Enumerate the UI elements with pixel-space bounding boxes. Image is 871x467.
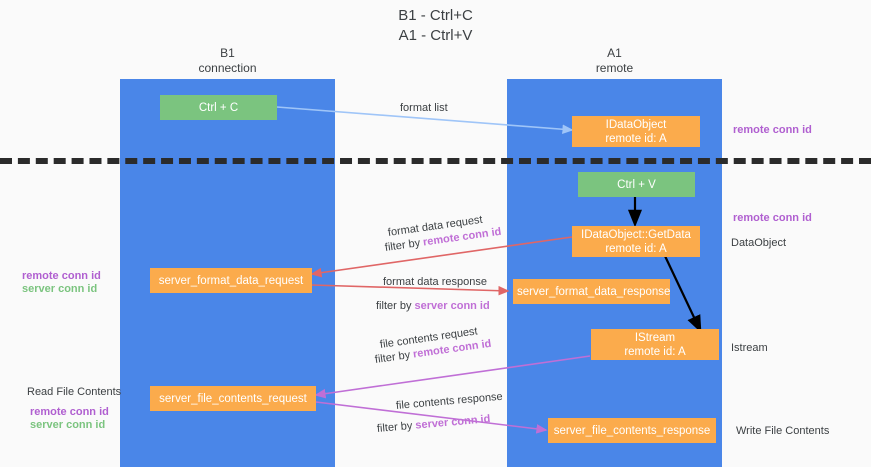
node-server-format-data-request[interactable]: server_format_data_request [150,268,312,293]
column-header-b1-name: B1 [220,46,235,60]
node-getdata[interactable]: IDataObject::GetData remote id: A [572,226,700,257]
left-label-remote-conn-id-2-text: remote conn id [30,406,109,418]
node-ctrl-v-label: Ctrl + V [617,178,656,191]
left-label-remote-conn-id-2: remote conn id [30,405,109,419]
node-server-file-contents-response[interactable]: server_file_contents_response [548,418,716,443]
edge-label-file-contents-response-filter-key: server conn id [414,413,491,432]
page-title-line2: A1 - Ctrl+V [398,27,473,44]
column-header-a1: A1 remote [522,46,707,76]
right-label-dataobject-text: DataObject [731,237,787,249]
node-ctrl-c[interactable]: Ctrl + C [160,95,277,120]
left-label-read-file-contents: Read File Contents [27,385,121,399]
node-ctrl-c-label: Ctrl + C [198,101,239,114]
page-title-line1: B1 - Ctrl+C [398,7,473,24]
node-idataobject[interactable]: IDataObject remote id: A [572,116,700,147]
edge-label-format-list: format list [400,101,448,115]
edge-label-format-data-response-filter: filter by server conn id [376,299,490,313]
left-label-server-conn-id-1-text: server conn id [22,283,98,295]
edge-label-format-list-text: format list [400,102,448,114]
node-idataobject-label: IDataObject [605,118,667,131]
edge-label-format-data-response-text: format data response [383,276,487,288]
column-header-b1: B1 connection [135,46,320,76]
node-server-format-data-response-label: server_format_data_response [517,285,671,298]
edge-label-format-data-response-filter-prefix: filter by [376,300,415,312]
left-label-read-file-contents-text: Read File Contents [27,386,122,398]
node-server-format-data-response[interactable]: server_format_data_response [513,279,670,304]
node-getdata-label: IDataObject::GetData [581,228,691,241]
edge-label-file-contents-response: file contents response [395,390,503,413]
edge-label-file-contents-response-filter-prefix: filter by [376,419,416,435]
node-idataobject-sublabel: remote id: A [605,132,667,145]
right-label-remote-conn-id-2: remote conn id [733,211,812,225]
right-label-remote-conn-id-2-text: remote conn id [733,212,812,224]
right-label-write-file-contents: Write File Contents [736,424,829,438]
right-label-istream-text: Istream [731,342,768,354]
node-server-file-contents-request[interactable]: server_file_contents_request [150,386,316,411]
node-getdata-sublabel: remote id: A [605,242,667,255]
right-label-remote-conn-id-1: remote conn id [733,123,812,137]
right-label-write-file-contents-text: Write File Contents [736,425,830,437]
edge-label-file-contents-response-filter: filter by server conn id [376,412,491,436]
edge-label-format-data-response-filter-key: server conn id [414,300,490,312]
left-label-remote-conn-id-1: remote conn id [22,269,101,283]
left-label-server-conn-id-2-text: server conn id [30,419,106,431]
node-server-file-contents-response-label: server_file_contents_response [553,424,711,437]
page-title: B1 - Ctrl+C A1 - Ctrl+V [0,6,871,46]
column-header-a1-role: remote [595,61,634,75]
node-ctrl-v[interactable]: Ctrl + V [578,172,695,197]
phase-divider [0,158,871,164]
node-server-format-data-request-label: server_format_data_request [158,274,304,287]
edge-label-format-data-request-filter-prefix: filter by [384,236,424,254]
left-label-remote-conn-id-1-text: remote conn id [22,270,101,282]
left-label-server-conn-id-2: server conn id [30,418,105,432]
edge-label-file-contents-request-filter-prefix: filter by [374,348,414,366]
column-header-b1-role: connection [198,61,257,75]
node-istream-label: IStream [634,331,676,344]
right-label-istream: Istream [731,341,768,355]
node-server-file-contents-request-label: server_file_contents_request [159,392,307,405]
edge-label-file-contents-response-text: file contents response [395,390,504,412]
edge-label-format-data-response: format data response [383,275,487,289]
left-label-server-conn-id-1: server conn id [22,282,97,296]
right-label-dataobject: DataObject [731,236,786,250]
node-istream[interactable]: IStream remote id: A [591,329,719,360]
column-header-a1-name: A1 [607,46,622,60]
right-label-remote-conn-id-1-text: remote conn id [733,124,812,136]
node-istream-sublabel: remote id: A [624,345,686,358]
